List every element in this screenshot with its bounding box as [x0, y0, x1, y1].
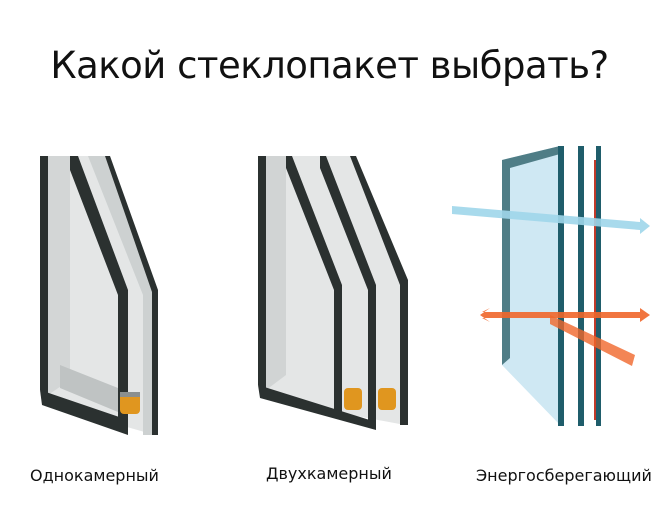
caption-energy-saving: Энергосберегающий	[476, 466, 652, 485]
single-chamber-glass-icon	[40, 156, 158, 435]
caption-single-chamber: Однокамерный	[30, 466, 159, 485]
energy-saving-glass-icon	[452, 146, 650, 426]
page-title: Какой стеклопакет выбрать?	[50, 44, 609, 87]
double-chamber-glass-icon	[258, 156, 408, 430]
caption-double-chamber: Двухкамерный	[266, 464, 392, 483]
